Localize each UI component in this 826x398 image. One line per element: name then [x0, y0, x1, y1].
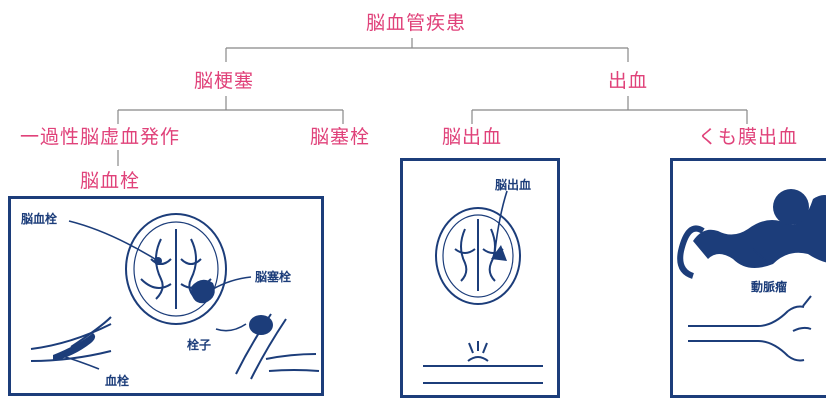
sah-illustration-panel: 動脈瘤 [670, 158, 826, 398]
hemorrhage-illustration-panel: 脳出血 [400, 158, 560, 398]
node-hemorrhage: 出血 [608, 70, 649, 92]
node-cerebral-infarction: 脳梗塞 [194, 70, 255, 92]
infarction-illustration-panel: 脳血栓 脳塞栓 栓子 血栓 [8, 196, 324, 396]
label-embolus: 栓子 [187, 337, 211, 352]
infarction-illustration: 脳血栓 脳塞栓 栓子 血栓 [21, 211, 320, 388]
label-embolism: 脳塞栓 [255, 269, 291, 284]
node-cerebral-hemorrhage: 脳出血 [442, 126, 503, 148]
node-cerebrovascular-disease: 脳血管疾患 [366, 12, 467, 34]
tree-connectors [117, 38, 748, 166]
label-thrombus-brain: 脳血栓 [21, 211, 57, 226]
node-cerebral-embolism: 脳塞栓 [310, 126, 371, 148]
label-cerebral-hemorrhage: 脳出血 [495, 177, 531, 192]
label-aneurysm: 動脈瘤 [751, 279, 787, 294]
node-tia: 一過性脳虚血発作 [20, 126, 181, 148]
label-thrombus: 血栓 [105, 373, 129, 388]
node-cerebral-thrombosis: 脳血栓 [80, 170, 141, 192]
node-subarachnoid-hemorrhage: くも膜出血 [698, 126, 799, 148]
hemorrhage-illustration: 脳出血 [423, 177, 543, 384]
sah-illustration: 動脈瘤 [677, 189, 826, 362]
